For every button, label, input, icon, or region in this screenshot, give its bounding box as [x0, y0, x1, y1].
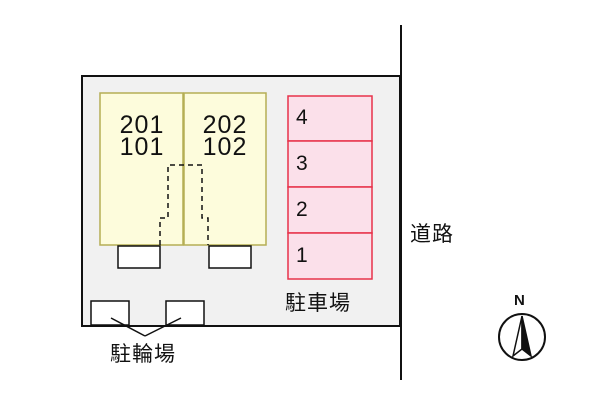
parking-number-3: 3 [296, 152, 308, 175]
parking-space-3 [287, 140, 373, 188]
parking-label: 駐車場 [285, 291, 351, 315]
parking-number-2: 2 [296, 198, 308, 221]
entrance-step-left [117, 245, 161, 269]
stair-outline [159, 164, 209, 245]
unit-number-201: 201 [119, 111, 165, 139]
unit-label-left: 201 101 [112, 111, 172, 161]
bicycle-box-left [90, 300, 130, 326]
bicycle-box-right [165, 300, 205, 326]
compass-icon [498, 313, 546, 361]
bicycle-pointer-left [110, 317, 146, 337]
parking-space-1 [287, 232, 373, 280]
bicycle-pointer-right [144, 317, 182, 337]
unit-101-201 [99, 92, 184, 246]
north-label: N [514, 292, 525, 309]
bicycle-parking-label: 駐輪場 [110, 342, 176, 366]
entrance-step-right [208, 245, 252, 269]
unit-number-102: 102 [202, 133, 248, 161]
unit-number-202: 202 [202, 111, 248, 139]
road-label: 道路 [410, 222, 454, 246]
parking-number-1: 1 [296, 244, 308, 267]
unit-102-202 [183, 92, 267, 246]
unit-number-101: 101 [119, 133, 165, 161]
parking-number-4: 4 [296, 106, 308, 129]
unit-label-right: 202 102 [194, 111, 256, 161]
